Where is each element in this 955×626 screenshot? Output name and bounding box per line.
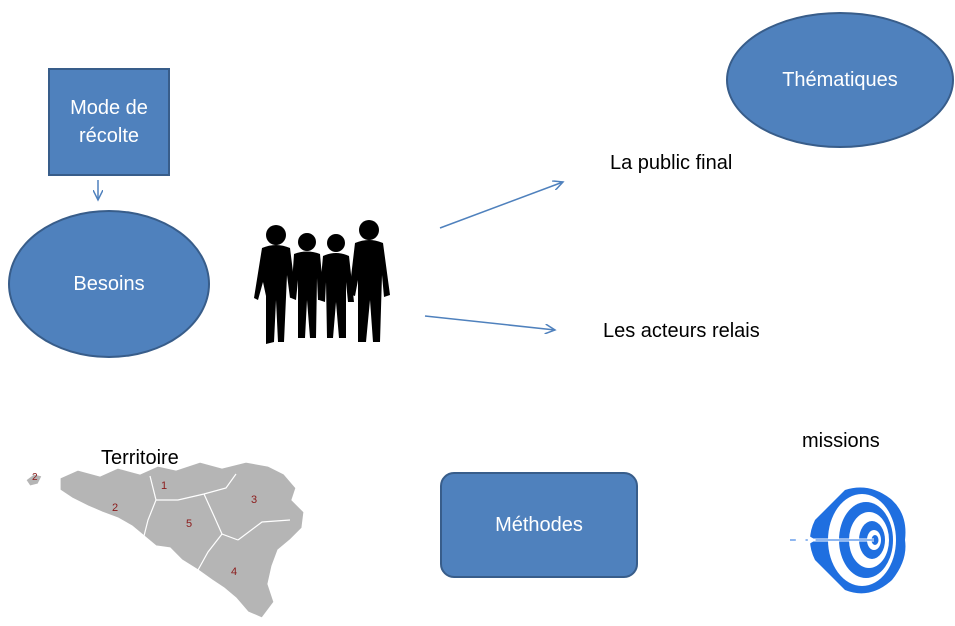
target-arrow-icon — [790, 487, 906, 594]
map-region-number: 1 — [161, 480, 168, 492]
thematiques-node: Thématiques — [726, 12, 954, 148]
methodes-node: Méthodes — [440, 472, 638, 578]
besoins-node: Besoins — [8, 210, 210, 358]
map-region-number: 4 — [231, 566, 238, 578]
label-territoire: Territoire — [101, 447, 179, 469]
label-acteurs-relais: Les acteurs relais — [603, 320, 760, 342]
belgium-map-icon — [25, 461, 305, 619]
map-region-number: 2 — [112, 502, 119, 514]
map-region-number: 3 — [251, 494, 258, 506]
mode-recolte-node: Mode de récolte — [48, 68, 170, 176]
arrow-to-public-final — [439, 182, 563, 229]
map-region-number: 5 — [186, 518, 193, 530]
label-missions: missions — [802, 430, 880, 452]
map-region-number: 2 — [32, 472, 38, 483]
label-public-final: La public final — [610, 152, 733, 174]
people-silhouette-icon — [254, 220, 390, 344]
arrow-to-acteurs-relais — [424, 315, 555, 330]
